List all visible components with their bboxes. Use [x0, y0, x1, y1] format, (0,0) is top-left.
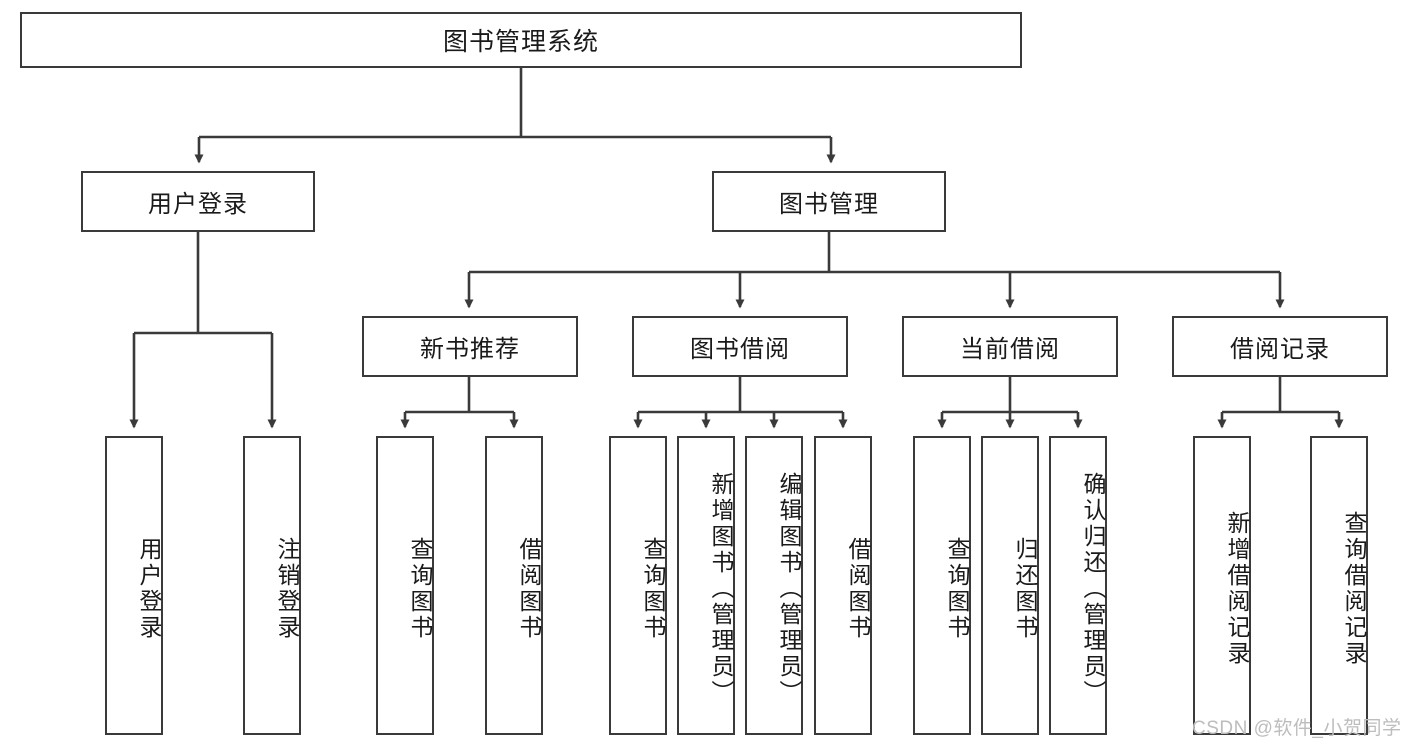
node-label: 图书借阅: [690, 336, 790, 363]
node-label: 查询借阅记录: [1341, 510, 1367, 667]
leaf-user-login[interactable]: 用户登录: [105, 436, 163, 735]
node-label: 图书管理: [779, 191, 879, 218]
leaf-query-borrow-record[interactable]: 查询借阅记录: [1310, 436, 1368, 735]
leaf-edit-book-admin[interactable]: 编辑图书（管理员）: [745, 436, 803, 735]
leaf-logout[interactable]: 注销登录: [243, 436, 301, 735]
node-label: 注销登录: [274, 536, 300, 641]
leaf-return-book[interactable]: 归还图书: [981, 436, 1039, 735]
node-label: 借阅图书: [845, 536, 871, 641]
node-label: 借阅记录: [1230, 336, 1330, 363]
node-new-book-recommend[interactable]: 新书推荐: [362, 316, 578, 377]
node-user-login[interactable]: 用户登录: [81, 171, 315, 232]
leaf-query-book-current[interactable]: 查询图书: [913, 436, 971, 735]
leaf-borrow-book[interactable]: 借阅图书: [814, 436, 872, 735]
node-label: 确认归还（管理员）: [1080, 471, 1106, 706]
node-label: 用户登录: [148, 191, 248, 218]
node-book-borrow[interactable]: 图书借阅: [632, 316, 848, 377]
node-label: 新书推荐: [420, 336, 520, 363]
node-label: 新增借阅记录: [1224, 510, 1250, 667]
csdn-watermark: CSDN @软件_小贺同学: [1192, 718, 1402, 739]
node-label: 图书管理系统: [442, 28, 599, 56]
node-label: 用户登录: [136, 536, 162, 641]
leaf-add-book-admin[interactable]: 新增图书（管理员）: [677, 436, 735, 735]
node-label: 查询图书: [407, 536, 433, 641]
node-label: 编辑图书（管理员）: [776, 471, 802, 706]
leaf-query-book-borrow[interactable]: 查询图书: [609, 436, 667, 735]
node-borrow-record[interactable]: 借阅记录: [1172, 316, 1388, 377]
leaf-confirm-return-admin[interactable]: 确认归还（管理员）: [1049, 436, 1107, 735]
leaf-add-borrow-record[interactable]: 新增借阅记录: [1193, 436, 1251, 735]
node-label: 查询图书: [944, 536, 970, 641]
node-book-management[interactable]: 图书管理: [712, 171, 946, 232]
leaf-borrow-book-recommend[interactable]: 借阅图书: [485, 436, 543, 735]
node-label: 借阅图书: [516, 536, 542, 641]
node-label: 当前借阅: [960, 336, 1060, 363]
node-label: 新增图书（管理员）: [708, 471, 734, 706]
node-label: 查询图书: [640, 536, 666, 641]
leaf-query-book-recommend[interactable]: 查询图书: [376, 436, 434, 735]
node-current-borrow[interactable]: 当前借阅: [902, 316, 1118, 377]
node-root-system[interactable]: 图书管理系统: [20, 12, 1022, 68]
node-label: 归还图书: [1012, 536, 1038, 641]
